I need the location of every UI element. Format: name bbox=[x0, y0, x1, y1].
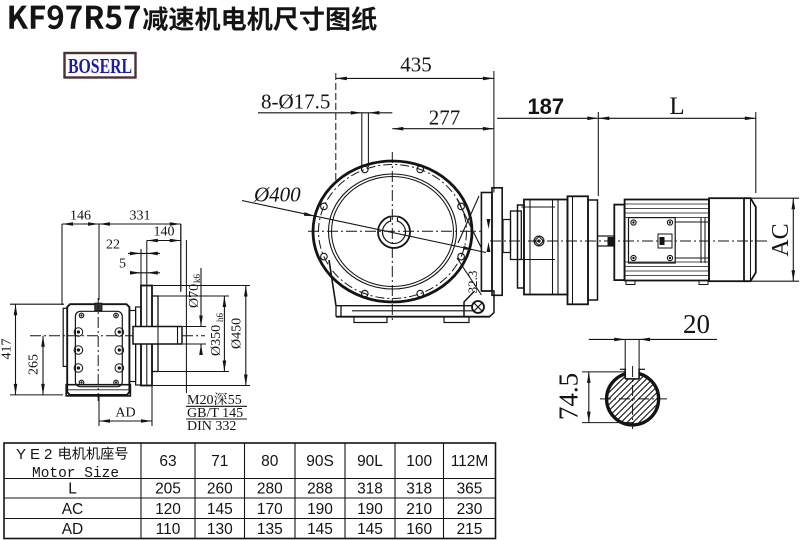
svg-text:145: 145 bbox=[307, 521, 333, 538]
svg-text:Ø450: Ø450 bbox=[230, 318, 245, 349]
svg-text:417: 417 bbox=[0, 339, 15, 360]
svg-text:63: 63 bbox=[159, 453, 176, 470]
svg-text:Motor Size: Motor Size bbox=[32, 466, 119, 482]
svg-text:130: 130 bbox=[207, 521, 233, 538]
svg-text:L: L bbox=[669, 93, 684, 120]
svg-text:DIN 332: DIN 332 bbox=[187, 419, 236, 434]
svg-text:74.5: 74.5 bbox=[554, 373, 584, 420]
svg-text:GB/T 145: GB/T 145 bbox=[187, 406, 243, 421]
svg-text:112M: 112M bbox=[451, 453, 489, 470]
svg-text:22: 22 bbox=[106, 238, 120, 253]
svg-text:331: 331 bbox=[130, 209, 151, 224]
svg-text:k6: k6 bbox=[192, 274, 202, 284]
svg-text:170: 170 bbox=[257, 501, 283, 518]
svg-text:210: 210 bbox=[406, 501, 432, 518]
svg-text:120: 120 bbox=[155, 501, 181, 518]
svg-text:110: 110 bbox=[156, 521, 181, 538]
svg-text:190: 190 bbox=[357, 501, 383, 518]
svg-text:280: 280 bbox=[257, 481, 283, 498]
svg-text:AD: AD bbox=[115, 406, 135, 421]
svg-text:YE2: YE2 bbox=[16, 446, 56, 463]
svg-text:288: 288 bbox=[307, 481, 333, 498]
svg-text:AD: AD bbox=[62, 521, 84, 538]
svg-text:265: 265 bbox=[27, 354, 42, 375]
svg-text:205: 205 bbox=[155, 481, 181, 498]
svg-text:M20: M20 bbox=[187, 393, 213, 408]
svg-text:L: L bbox=[68, 481, 77, 498]
svg-text:260: 260 bbox=[207, 481, 233, 498]
svg-text:BOSERL: BOSERL bbox=[68, 54, 132, 78]
svg-text:5: 5 bbox=[119, 257, 126, 272]
svg-text:AC: AC bbox=[768, 223, 794, 256]
svg-text:230: 230 bbox=[457, 501, 483, 518]
svg-text:145: 145 bbox=[357, 521, 383, 538]
svg-text:145: 145 bbox=[207, 501, 233, 518]
svg-text:AC: AC bbox=[62, 501, 84, 518]
svg-text:146: 146 bbox=[70, 209, 91, 224]
svg-text:80: 80 bbox=[261, 453, 279, 470]
svg-text:187: 187 bbox=[527, 94, 564, 119]
svg-text:8-Ø17.5: 8-Ø17.5 bbox=[261, 89, 330, 113]
svg-text:318: 318 bbox=[357, 481, 383, 498]
svg-text:277: 277 bbox=[429, 106, 461, 130]
svg-text:55: 55 bbox=[228, 393, 242, 408]
svg-text:32.3: 32.3 bbox=[465, 271, 480, 294]
svg-text:90S: 90S bbox=[306, 453, 334, 470]
svg-text:318: 318 bbox=[406, 481, 432, 498]
svg-text:365: 365 bbox=[457, 481, 483, 498]
svg-text:135: 135 bbox=[257, 521, 283, 538]
svg-text:20: 20 bbox=[683, 309, 710, 339]
svg-text:71: 71 bbox=[211, 453, 228, 470]
svg-text:190: 190 bbox=[307, 501, 333, 518]
svg-text:160: 160 bbox=[406, 521, 432, 538]
svg-text:Ø400: Ø400 bbox=[253, 183, 301, 207]
svg-text:h6: h6 bbox=[215, 313, 225, 323]
svg-text:Ø350: Ø350 bbox=[209, 325, 224, 356]
svg-text:215: 215 bbox=[457, 521, 483, 538]
svg-text:435: 435 bbox=[400, 53, 432, 77]
svg-text:90L: 90L bbox=[357, 453, 383, 470]
svg-text:100: 100 bbox=[406, 453, 432, 470]
svg-text:140: 140 bbox=[154, 225, 175, 240]
